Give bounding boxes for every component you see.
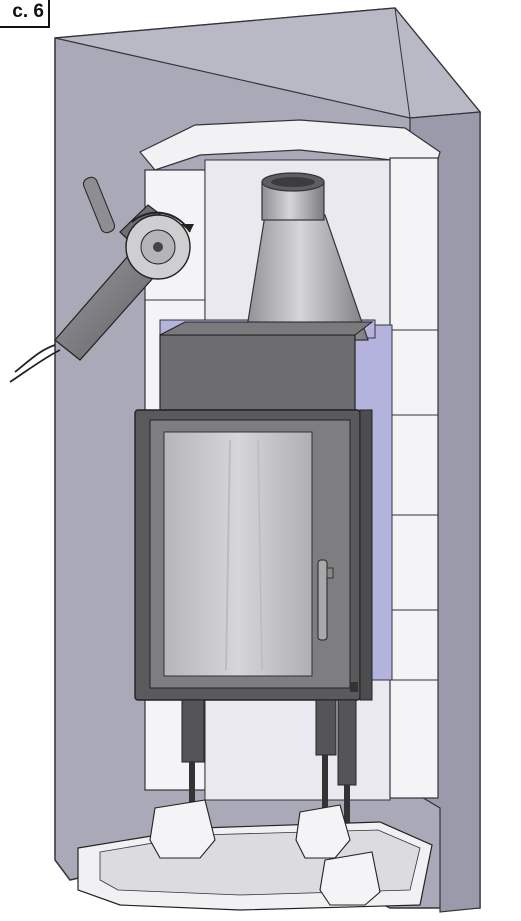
insulation-right-panel bbox=[389, 157, 439, 799]
right-leg-back bbox=[337, 699, 357, 786]
support-block-middle bbox=[295, 804, 351, 859]
fireplace-insert bbox=[134, 321, 374, 701]
left-leg bbox=[181, 699, 205, 763]
firebox-side bbox=[359, 409, 373, 701]
firebox-top bbox=[159, 334, 356, 411]
figure-label: c. 6 bbox=[0, 0, 50, 28]
door-handle bbox=[317, 559, 328, 641]
firebox-top-plate bbox=[159, 321, 374, 336]
base-plate bbox=[77, 799, 433, 911]
grinder-side-handle bbox=[82, 176, 116, 234]
support-block-right bbox=[319, 851, 381, 906]
adjustable-legs bbox=[181, 699, 357, 855]
support-block-left bbox=[149, 799, 216, 859]
angle-grinder-icon bbox=[9, 176, 194, 383]
right-leg-front bbox=[315, 699, 337, 756]
door-glass bbox=[163, 431, 313, 677]
